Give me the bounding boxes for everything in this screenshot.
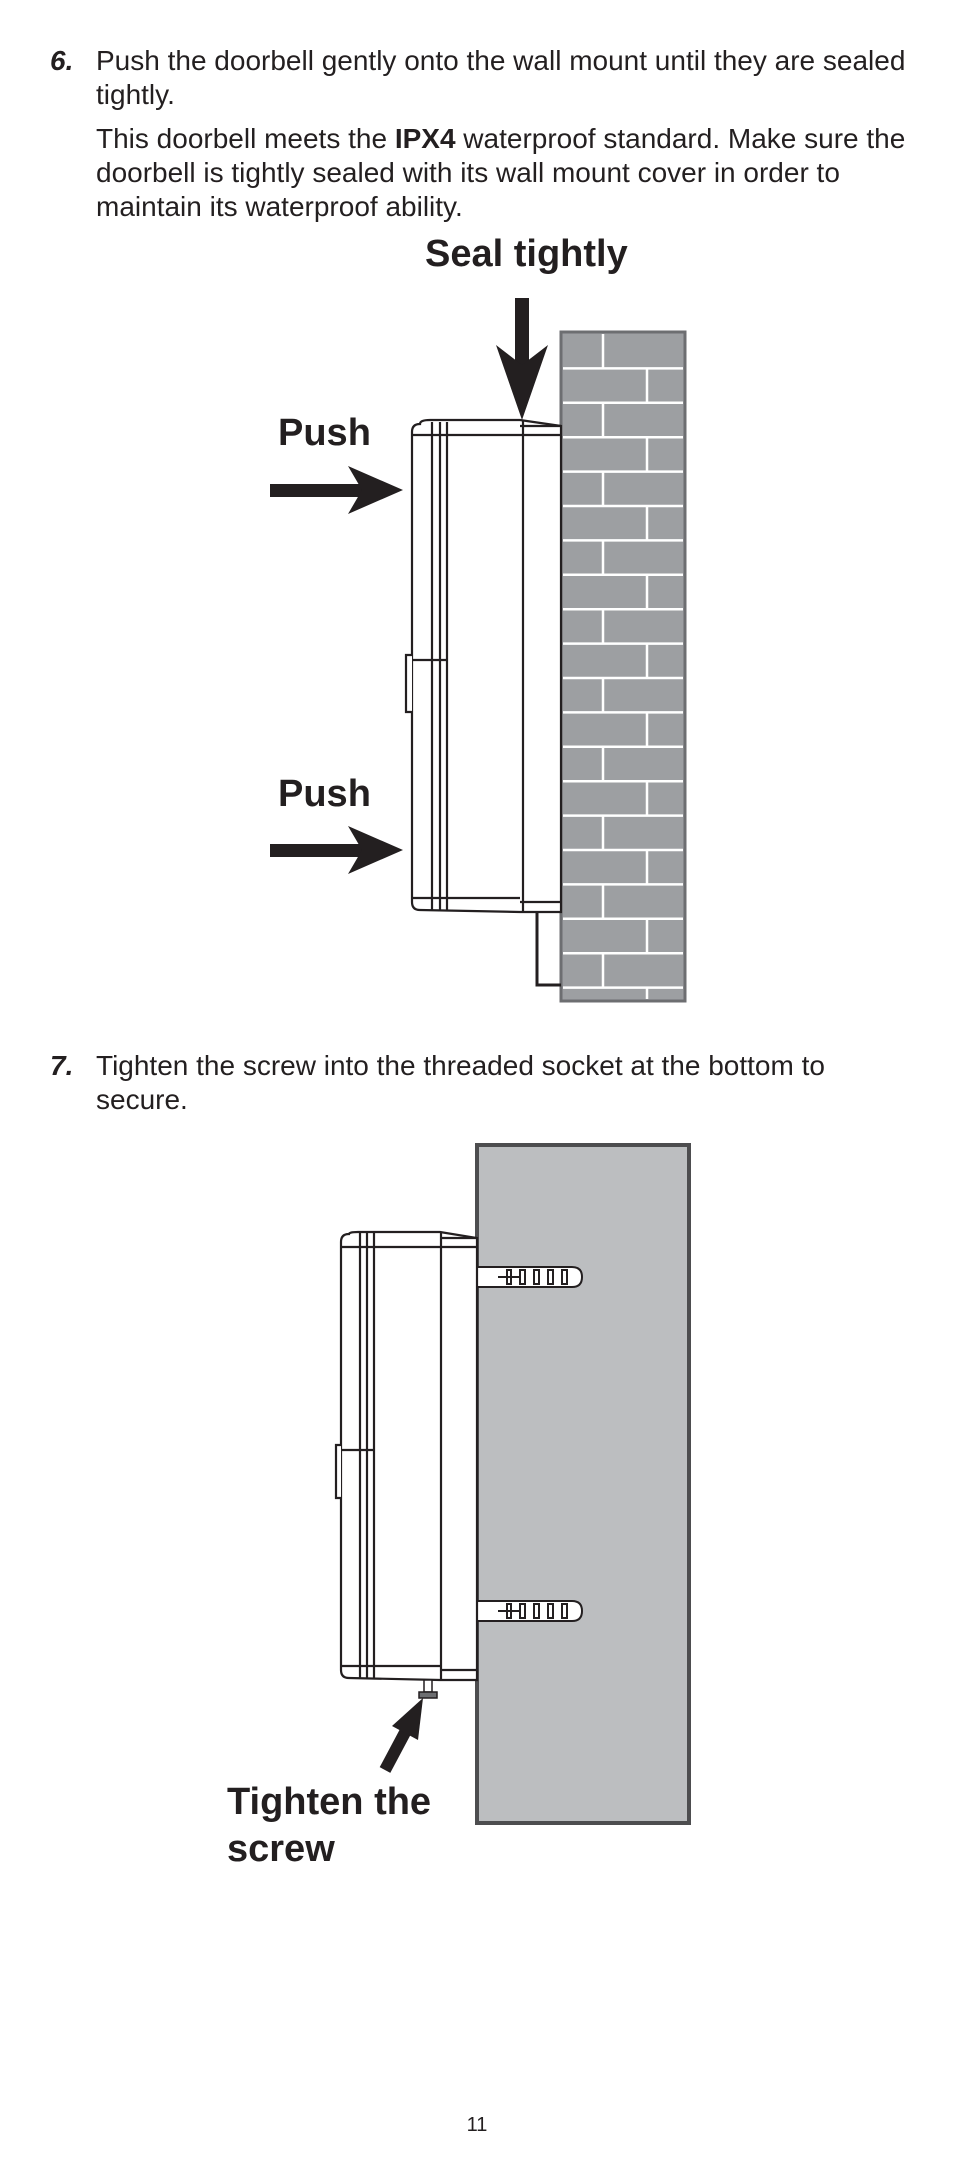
step-text: Push the doorbell gently onto the wall m… — [96, 44, 910, 224]
page-number: 11 — [466, 2114, 488, 2136]
down-arrow-icon — [496, 298, 548, 420]
wall-panel — [475, 1143, 691, 1825]
doorbell-side-view — [334, 1230, 479, 1682]
step-6: 6. Push the doorbell gently onto the wal… — [50, 44, 910, 224]
step-note: This doorbell meets the IPX4 waterproof … — [96, 123, 906, 222]
seal-tightly-label: Seal tightly — [425, 233, 628, 275]
step-7: 7. Tighten the screw into the threaded s… — [50, 1049, 910, 1117]
mount-clip-top — [476, 1266, 584, 1288]
screw-icon — [418, 1679, 438, 1699]
step-number: 7. — [50, 1050, 74, 1081]
step-text: Tighten the screw into the threaded sock… — [96, 1049, 916, 1117]
step-number: 6. — [50, 45, 74, 76]
cable — [535, 912, 561, 987]
push-top-label: Push — [278, 412, 371, 454]
step-instruction: Push the doorbell gently onto the wall m… — [96, 45, 906, 110]
figure-seal-doorbell: Seal tightly Push Push — [270, 233, 687, 1003]
right-arrow-bottom-icon — [270, 826, 403, 874]
ipx4-rating: IPX4 — [394, 123, 456, 154]
tighten-label-line2: screw — [227, 1828, 335, 1870]
step-instruction: Tighten the screw into the threaded sock… — [96, 1050, 825, 1115]
diagonal-arrow-icon — [379, 1698, 423, 1773]
brick-wall — [559, 330, 687, 1003]
push-bottom-label: Push — [278, 773, 371, 815]
tighten-label-line1: Tighten the — [227, 1781, 431, 1823]
doorbell-side-view — [404, 418, 563, 914]
right-arrow-top-icon — [270, 466, 403, 514]
figure-tighten-screw: Tighten the screw — [227, 1143, 691, 1870]
mount-clip-bottom — [476, 1600, 584, 1622]
